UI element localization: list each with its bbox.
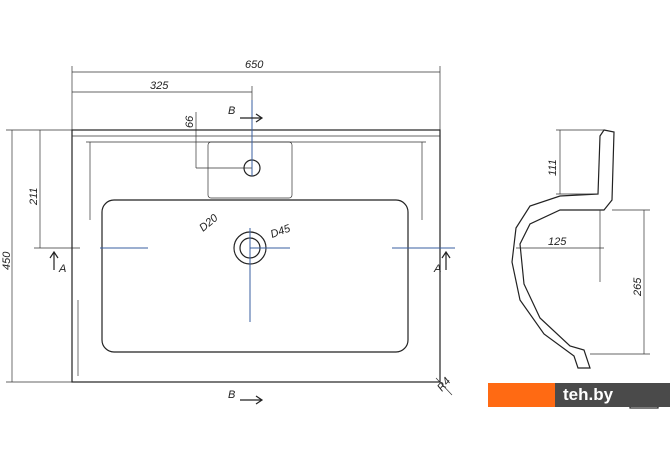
watermark-text: teh.by	[555, 383, 670, 407]
dim-650: 650	[245, 59, 264, 71]
dim-d20: D20	[197, 212, 221, 235]
dim-325: 325	[150, 80, 169, 92]
dim-d45: D45	[269, 222, 293, 240]
dim-265: 265	[632, 277, 644, 297]
center-axes	[100, 100, 455, 322]
section-a-left: A	[58, 263, 66, 275]
section-b-top: B	[228, 105, 235, 117]
dim-211: 211	[28, 187, 40, 206]
dim-125: 125	[548, 236, 567, 248]
watermark-orange-block	[488, 383, 555, 407]
dim-450: 450	[1, 251, 13, 270]
watermark: teh.by	[488, 383, 670, 407]
basin-top-view	[71, 129, 441, 383]
section-a-right: A	[433, 263, 441, 275]
section-markers	[49, 113, 451, 405]
dim-111: 111	[547, 159, 559, 176]
side-profile	[511, 129, 659, 409]
dim-r4: R4	[435, 375, 453, 393]
dim-66: 66	[184, 115, 196, 128]
section-b-bottom: B	[228, 389, 235, 401]
